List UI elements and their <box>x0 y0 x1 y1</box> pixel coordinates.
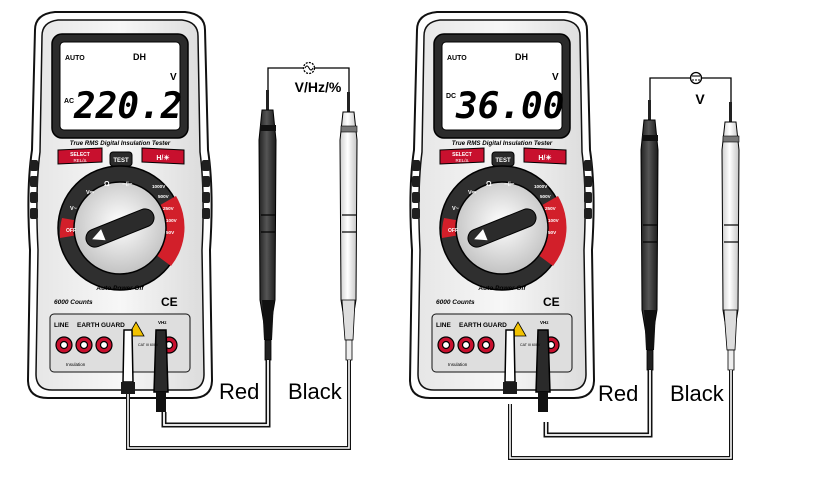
mode-badge: AUTO <box>65 55 85 62</box>
insulation-label: Insulation <box>66 362 86 367</box>
model-label: True RMS Digital Insulation Tester <box>70 140 171 147</box>
dial-pos-250v[interactable]: 250V <box>545 206 557 211</box>
dial-pos-100v[interactable]: 100V <box>166 218 178 223</box>
ce-mark: CE <box>161 295 178 309</box>
probe-red-label: Red <box>219 379 259 404</box>
unit-indicator: V <box>552 72 559 83</box>
hold-indicator: DH <box>515 52 528 62</box>
lcd-reading: 220.2 <box>73 86 182 127</box>
dial-pos-vac[interactable]: V~ <box>70 206 77 212</box>
dial-pos-100v[interactable]: 100V <box>548 218 560 223</box>
jack-guard-label: GUARD <box>483 322 507 329</box>
hold-indicator: DH <box>133 52 146 62</box>
probe-red-label: Red <box>598 381 638 406</box>
jack-line-label: LINE <box>54 322 69 329</box>
probe-black-label: Black <box>670 381 725 406</box>
dial-pos-vac[interactable]: V~ <box>452 206 459 212</box>
dc-source-icon <box>689 71 703 85</box>
dial-caption: Auto Power Off <box>477 285 526 292</box>
probe-function-label: V <box>695 91 705 107</box>
select-sub-label: REL/Δ <box>73 158 86 163</box>
counts-label: 6000 Counts <box>436 299 475 306</box>
cat-rating: CAT III 600V <box>138 343 159 347</box>
test-button[interactable]: TEST <box>113 158 129 164</box>
mode-badge: AUTO <box>447 55 467 62</box>
hold-light-button[interactable]: H/☀ <box>538 154 551 162</box>
unit-indicator: V <box>170 72 177 83</box>
dial-pos-250v[interactable]: 250V <box>163 206 175 211</box>
test-button[interactable]: TEST <box>495 158 511 164</box>
dial-pos-vdc[interactable]: V⎓ <box>86 190 95 196</box>
coupling-indicator: DC <box>446 93 456 100</box>
meter-ac: AUTO DH V AC 220.2 True RMS Digital Insu… <box>27 11 357 448</box>
ce-mark: CE <box>543 295 560 309</box>
dial-pos-vdc[interactable]: V⎓ <box>468 190 477 196</box>
hold-light-button[interactable]: H/☀ <box>156 154 169 162</box>
jack-earth-label: EARTH <box>77 322 100 329</box>
dial-off[interactable]: OFF <box>448 228 458 234</box>
dial-pos-1000v[interactable]: 1000V <box>534 184 548 189</box>
jack-vhz-label: VHz <box>540 320 549 325</box>
dial-pos-cap[interactable]: ⊣⊢ <box>504 180 514 188</box>
dial-pos-cap[interactable]: ⊣⊢ <box>122 180 132 188</box>
cat-rating: CAT III 600V <box>520 343 541 347</box>
dial-pos-1000v[interactable]: 1000V <box>152 184 166 189</box>
select-sub-label: REL/Δ <box>455 158 468 163</box>
dial-pos-50v[interactable]: 50V <box>166 230 175 235</box>
ac-source-icon <box>302 61 316 75</box>
insulation-label: Insulation <box>448 362 468 367</box>
model-label: True RMS Digital Insulation Tester <box>452 140 553 147</box>
dial-off[interactable]: OFF <box>66 228 76 234</box>
select-button[interactable]: SELECT <box>452 152 472 158</box>
dial-pos-ohm[interactable]: Ω <box>104 181 110 188</box>
dial-pos-500v[interactable]: 500V <box>540 194 552 199</box>
dial-caption: Auto Power Off <box>95 285 144 292</box>
lcd-reading: 36.00 <box>455 86 564 127</box>
probe-function-label: V/Hz/% <box>295 79 342 95</box>
dial-pos-500v[interactable]: 500V <box>158 194 170 199</box>
dial-pos-50v[interactable]: 50V <box>548 230 557 235</box>
jack-line-label: LINE <box>436 322 451 329</box>
coupling-indicator: AC <box>64 98 74 105</box>
jack-guard-label: GUARD <box>101 322 125 329</box>
probe-black-label: Black <box>288 379 343 404</box>
jack-earth-label: EARTH <box>459 322 482 329</box>
meter-dc: AUTO DH V DC 36.00 True RMS Digital Insu… <box>409 11 739 458</box>
select-button[interactable]: SELECT <box>70 152 90 158</box>
dial-pos-ohm[interactable]: Ω <box>486 181 492 188</box>
counts-label: 6000 Counts <box>54 299 93 306</box>
jack-vhz-label: VHz <box>158 320 167 325</box>
